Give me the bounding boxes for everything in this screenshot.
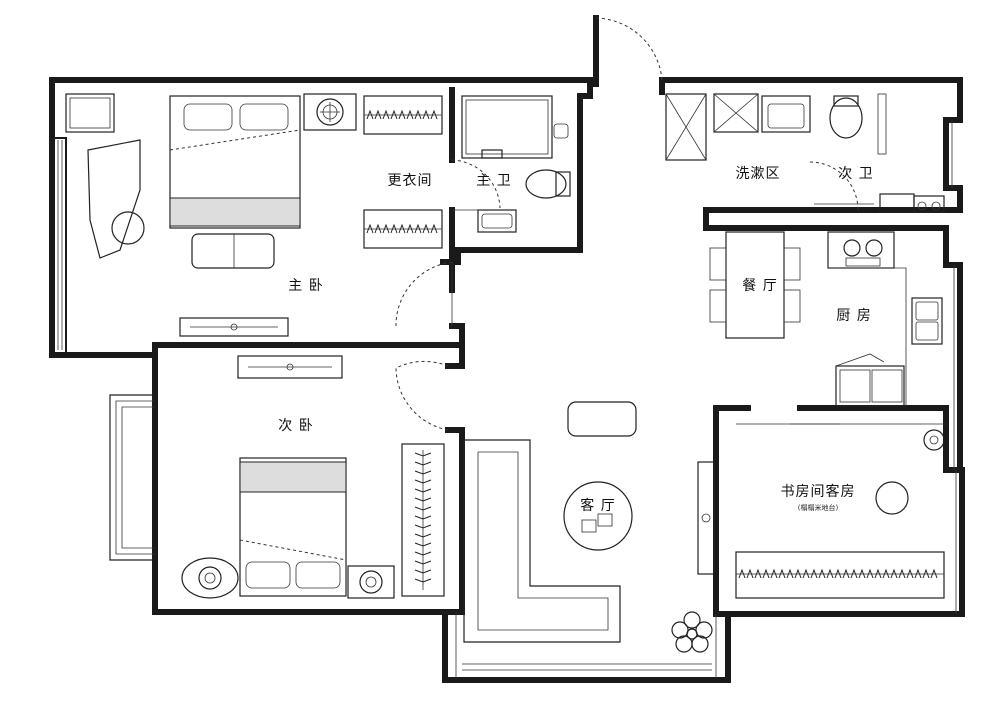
label-kitchen: 厨 房 [836,308,871,324]
hanger-mark [398,109,406,120]
hanger-mark [738,568,746,579]
hanger-mark [382,109,390,120]
label-master-bath: 主 卫 [476,173,511,189]
hanger-mark [422,223,430,234]
hanger-mark [794,568,802,579]
hanger-mark [810,568,818,579]
hanger-mark [890,568,898,579]
hanger-mark [430,109,438,120]
hanger-mark [414,497,432,502]
hanger-mark [414,223,422,234]
hanger-mark [762,568,770,579]
hanger-mark [414,479,432,484]
master-bath-fixtures [461,95,571,233]
hanger-mark [374,109,382,120]
windows [57,120,957,678]
living-room-furniture [463,401,715,653]
hanger-mark [406,223,414,234]
hanger-mark [374,223,382,234]
wash-area-fixtures [665,93,945,213]
hanger-mark [850,568,858,579]
second-bedroom-furniture [181,355,445,599]
hanger-mark [906,568,914,579]
hanger-mark [874,568,882,579]
hanger-mark [842,568,850,579]
label-second-bedroom: 次 卧 [278,418,313,434]
hanger-mark [778,568,786,579]
hanger-mark [430,223,438,234]
hanger-mark [382,223,390,234]
hanger-mark [898,568,906,579]
hanger-mark [414,524,432,529]
hanger-mark [414,488,432,493]
closet-hangers [366,109,938,583]
hanger-mark [414,515,432,520]
dining-kitchen-furniture [709,231,943,407]
hanger-mark [414,470,432,475]
hanger-mark [786,568,794,579]
doors [395,17,859,431]
hanger-mark [366,109,374,120]
hanger-mark [818,568,826,579]
walls [49,15,965,683]
hanger-mark [390,223,398,234]
hanger-mark [414,578,432,583]
hanger-mark [366,223,374,234]
label-walk-in-closet: 更衣间 [388,173,433,189]
hanger-mark [414,109,422,120]
hanger-mark [834,568,842,579]
hanger-mark [414,560,432,565]
label-study-guest-room: 书房间客房 [781,483,856,500]
hanger-mark [390,109,398,120]
hanger-mark [882,568,890,579]
hanger-mark [414,533,432,538]
label-living-room: 客 厅 [580,497,615,514]
hanger-mark [802,568,810,579]
label-dining: 餐 厅 [742,278,777,294]
hanger-mark [746,568,754,579]
hanger-mark [414,569,432,574]
hanger-mark [414,542,432,547]
hanger-mark [414,452,432,457]
hanger-mark [930,568,938,579]
room-labels: 主 卧 更衣间 主 卫 洗漱区 次 卫 餐 厅 厨 房 次 卧 客 厅 书房间客… [278,166,873,514]
hanger-mark [406,109,414,120]
hanger-mark [826,568,834,579]
hanger-mark [414,461,432,466]
hanger-mark [858,568,866,579]
master-bedroom-furniture [65,93,357,337]
label-study-guest-note: (榻榻米地台) [798,503,839,512]
hanger-mark [922,568,930,579]
hanger-mark [914,568,922,579]
hanger-mark [866,568,874,579]
hanger-mark [754,568,762,579]
label-second-bath: 次 卫 [838,166,873,182]
hanger-mark [770,568,778,579]
label-wash-area: 洗漱区 [736,166,781,182]
hanger-mark [414,506,432,511]
hanger-mark [422,109,430,120]
hanger-mark [398,223,406,234]
hanger-mark [414,551,432,556]
label-master-bedroom: 主 卧 [288,278,323,294]
closet-furniture [363,95,443,249]
